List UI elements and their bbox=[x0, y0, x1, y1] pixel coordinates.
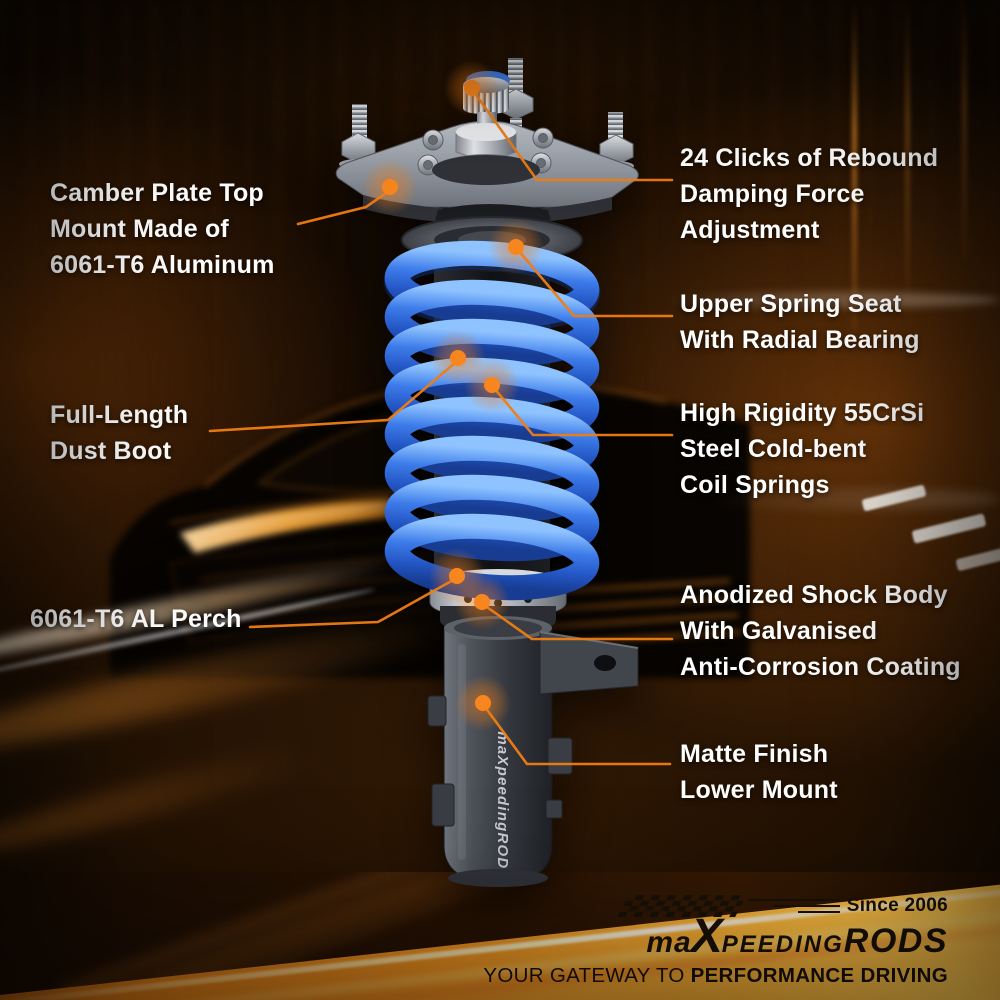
callout-text-line: Upper Spring Seat bbox=[680, 290, 902, 318]
footer-banner bbox=[0, 872, 1000, 1000]
brand-logo: Since 2006 maXpeedingRODS YOUR GATEWAY T… bbox=[483, 894, 948, 988]
callout-text-line: Matte Finish bbox=[680, 740, 829, 768]
callout-coil-springs: High Rigidity 55CrSi Steel Cold-bent Coi… bbox=[680, 395, 924, 503]
callout-text-line: Anti-Corrosion Coating bbox=[680, 653, 961, 681]
callout-text-line: Anodized Shock Body bbox=[680, 581, 948, 609]
lower-bracket bbox=[539, 631, 639, 695]
brand-tagline: YOUR GATEWAY TO PERFORMANCE DRIVING bbox=[483, 964, 948, 988]
callout-line-perch bbox=[248, 577, 457, 629]
callout-line-upper-seat bbox=[516, 248, 674, 318]
callout-line-rebound bbox=[472, 90, 674, 182]
body-brand-text: maXpeedingRODS bbox=[494, 731, 511, 880]
plate-recess bbox=[432, 155, 540, 185]
tagline-regular: YOUR GATEWAY TO bbox=[483, 964, 685, 987]
callout-text-line: With Radial Bearing bbox=[680, 326, 920, 354]
body-bottom-cap bbox=[448, 869, 548, 887]
callout-camber-plate: Camber Plate Top Mount Made of 6061-T6 A… bbox=[50, 175, 275, 283]
headlight bbox=[180, 498, 400, 553]
callout-text-line: Coil Springs bbox=[680, 471, 830, 499]
callout-rebound-clicks: 24 Clicks of Rebound Damping Force Adjus… bbox=[680, 140, 938, 248]
callout-dot-upper-seat bbox=[488, 219, 544, 275]
callout-text-line: 24 Clicks of Rebound bbox=[680, 144, 939, 172]
callout-upper-spring-seat: Upper Spring Seat With Radial Bearing bbox=[680, 286, 920, 358]
callout-text-line: With Galvanised bbox=[680, 617, 878, 645]
building-edge-light bbox=[905, 0, 910, 300]
callout-text-line: Camber Plate Top bbox=[50, 179, 264, 207]
callout-text-line: 6061-T6 AL Perch bbox=[30, 605, 242, 633]
building-edge-light bbox=[852, 0, 857, 330]
callout-al-perch: 6061-T6 AL Perch bbox=[30, 601, 242, 637]
since-label: Since 2006 bbox=[846, 895, 948, 916]
callout-dot-springs bbox=[464, 357, 520, 413]
building-edge-light bbox=[962, 0, 967, 260]
checkered-flag-icon bbox=[616, 895, 747, 917]
callout-dot-lower-mount bbox=[455, 675, 511, 731]
callout-text-line: High Rigidity 55CrSi bbox=[680, 399, 925, 427]
wordmark-x: X bbox=[690, 910, 723, 963]
callout-text-line: Mount Made of bbox=[50, 215, 229, 243]
callout-text-line: Lower Mount bbox=[680, 776, 838, 804]
callout-dot-rebound bbox=[444, 60, 500, 116]
callout-dot-shock-body bbox=[454, 574, 510, 630]
callout-text-line: Steel Cold-bent bbox=[680, 435, 867, 463]
callout-lower-mount: Matte Finish Lower Mount bbox=[680, 736, 838, 808]
callout-text-line: Dust Boot bbox=[50, 437, 172, 465]
tagline-bold: PERFORMANCE DRIVING bbox=[690, 964, 948, 987]
callout-dot-camber bbox=[362, 159, 418, 215]
callout-line-dust-boot bbox=[208, 360, 458, 433]
callout-text-line: 6061-T6 Aluminum bbox=[50, 251, 275, 279]
callout-line-springs bbox=[492, 386, 674, 437]
motion-streak bbox=[660, 292, 1000, 308]
callout-text-line: Damping Force bbox=[680, 180, 865, 208]
wordmark-ma: ma bbox=[646, 926, 692, 959]
logo-top-row: Since 2006 bbox=[483, 894, 948, 918]
brand-wordmark: maXpeedingRODS bbox=[483, 910, 948, 963]
callout-text-line: Full-Length bbox=[50, 401, 189, 429]
callout-dust-boot: Full-Length Dust Boot bbox=[50, 397, 188, 469]
callout-shock-body: Anodized Shock Body With Galvanised Anti… bbox=[680, 577, 961, 685]
wordmark-peeding: peeding bbox=[721, 931, 844, 958]
callout-text-line: Adjustment bbox=[680, 216, 820, 244]
callout-dots bbox=[362, 60, 544, 731]
callout-line-lower-mount bbox=[483, 705, 672, 766]
speed-lines-icon bbox=[747, 898, 840, 914]
callout-line-shock-body bbox=[482, 603, 674, 641]
coil-spring bbox=[383, 240, 601, 601]
wordmark-rods: RODS bbox=[843, 922, 948, 960]
